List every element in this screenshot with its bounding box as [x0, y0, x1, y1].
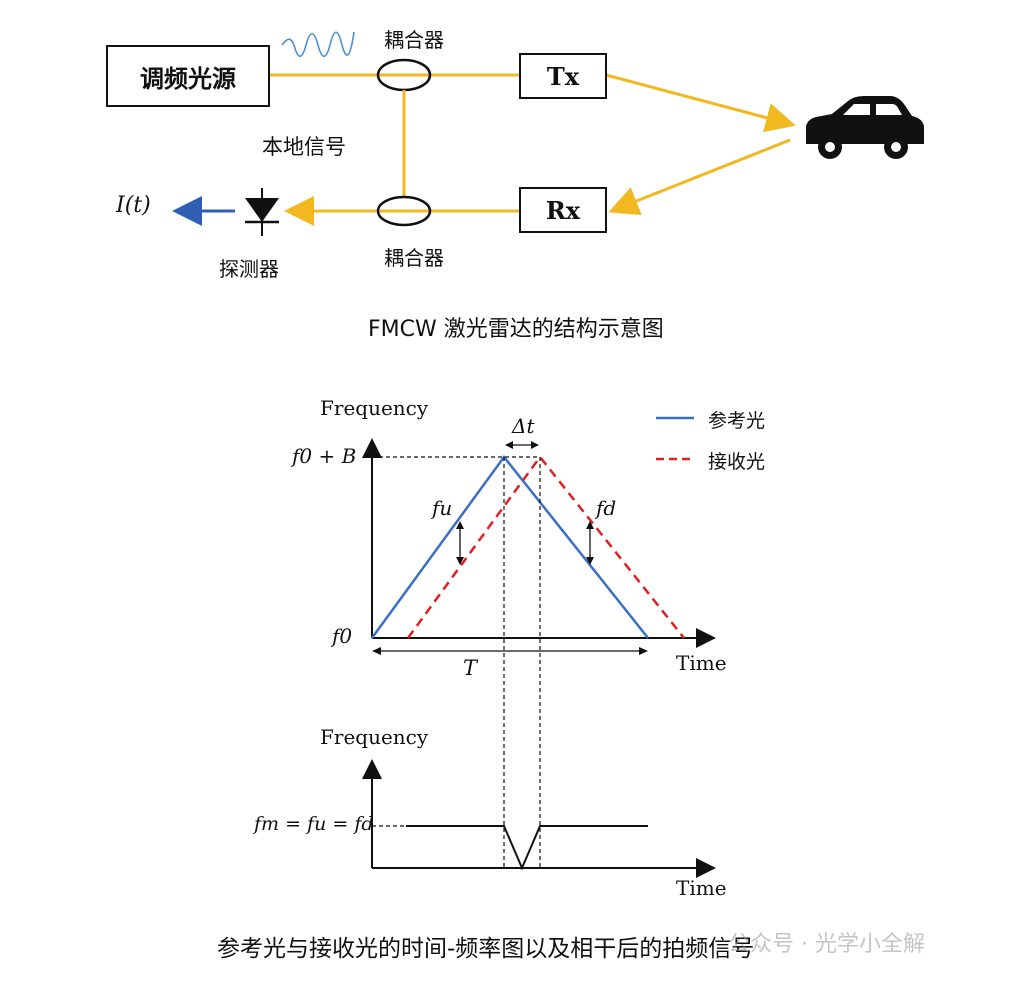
- fu-label: fu: [432, 496, 453, 520]
- tx-label: Tx: [546, 61, 580, 91]
- beam-car-to-rx: [608, 138, 791, 216]
- rx-box: Rx: [519, 187, 607, 233]
- top-caption: FMCW 激光雷达的结构示意图: [368, 317, 664, 342]
- chart2: [362, 759, 716, 878]
- coupler-bottom-icon: [376, 195, 432, 227]
- watermark: 公众号 · 光学小全解: [728, 932, 925, 957]
- tick-fm: fm = fu = fd: [254, 813, 374, 835]
- chart2-x-label: Time: [676, 876, 727, 900]
- bottom-caption: 参考光与接收光的时间-频率图以及相干后的拍频信号: [217, 936, 755, 962]
- photodiode-icon: [245, 188, 279, 236]
- series-received-line: [406, 454, 685, 639]
- tx-box: Tx: [519, 53, 607, 99]
- sine-wave-icon: [281, 31, 355, 58]
- coupler-bottom-label: 耦合器: [384, 246, 444, 270]
- car-icon: [806, 96, 924, 159]
- period-label: T: [463, 656, 478, 680]
- chart2-y-label: Frequency: [320, 725, 429, 749]
- legend-reference-label: 参考光: [708, 410, 766, 432]
- fd-label: fd: [596, 496, 617, 520]
- dt-label: Δt: [512, 414, 535, 438]
- detector-label: 探测器: [219, 257, 279, 281]
- tick-f0: f0: [332, 624, 353, 648]
- coupler-top-label: 耦合器: [384, 28, 444, 52]
- legend-received-label: 接收光: [708, 451, 766, 473]
- local-signal-label: 本地信号: [262, 135, 346, 159]
- chart1-y-label: Frequency: [320, 396, 429, 420]
- laser-source-box: 调频光源: [106, 45, 270, 107]
- chart1-x-label: Time: [676, 651, 727, 675]
- laser-source-label: 调频光源: [140, 64, 236, 93]
- beam-tx-to-car: [605, 73, 796, 133]
- chart1: [362, 416, 716, 868]
- tick-f0-plus-b: f0 + B: [292, 444, 357, 468]
- rx-label: Rx: [545, 195, 581, 225]
- series-reference-line: [370, 454, 649, 639]
- output-label: I(t): [116, 193, 151, 218]
- beat-signal-line: [406, 825, 648, 871]
